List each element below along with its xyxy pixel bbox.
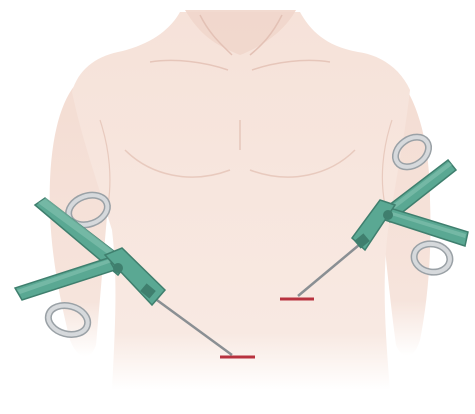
- torso-body: [72, 12, 410, 390]
